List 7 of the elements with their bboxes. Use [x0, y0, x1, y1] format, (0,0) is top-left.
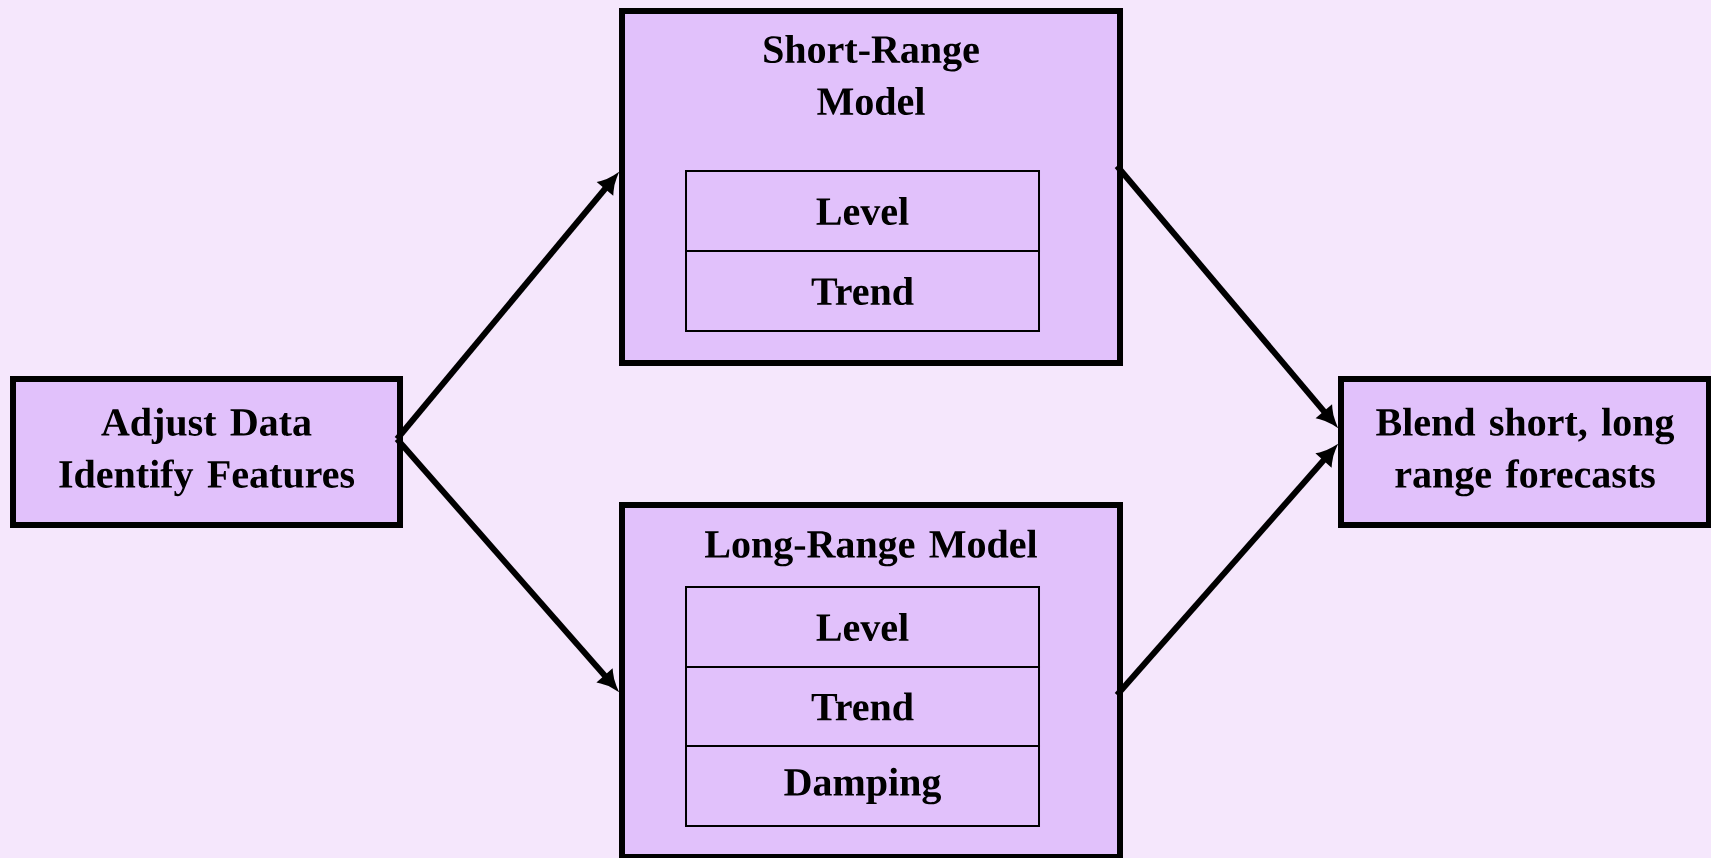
- component-row: Damping: [685, 745, 1040, 827]
- process-box: Blend short, long range forecasts: [1338, 376, 1711, 528]
- component-row: Level: [685, 170, 1040, 252]
- component-row: Trend: [685, 666, 1040, 747]
- component-row: Level: [685, 586, 1040, 668]
- process-box: Adjust Data Identify Features: [10, 376, 403, 528]
- component-row: Trend: [685, 250, 1040, 332]
